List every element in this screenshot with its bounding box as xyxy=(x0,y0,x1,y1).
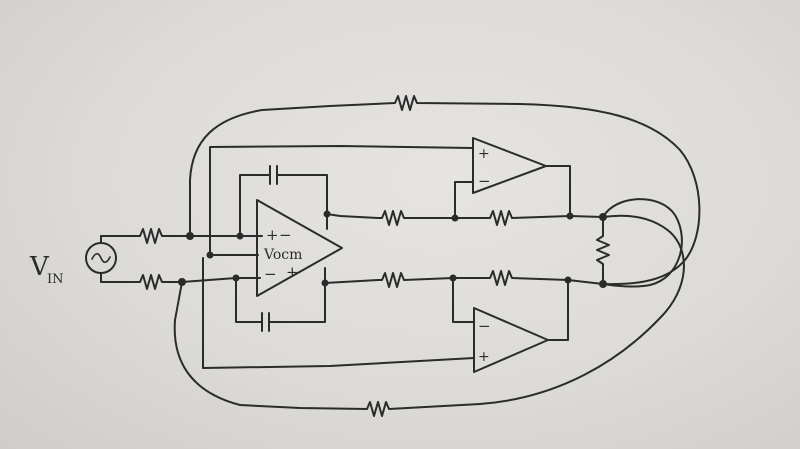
wire-to-fda-minus xyxy=(181,277,261,283)
fda-vocm-label: Vocm xyxy=(263,247,302,263)
opamp-bottom-minus: − xyxy=(478,317,491,335)
series-resistor-bottom-1 xyxy=(324,272,454,288)
series-resistor-top-2 xyxy=(454,210,571,226)
input-resistor-top xyxy=(135,228,191,244)
wire-to-load-bottom xyxy=(567,279,604,285)
fda-pin-plus-bottom: + xyxy=(286,263,299,281)
fda-pin-minus-top: − xyxy=(279,226,292,244)
series-resistor-top-1 xyxy=(326,210,456,226)
ac-voltage-source xyxy=(85,235,137,283)
vin-label-main: V xyxy=(29,252,50,282)
vin-label: V IN xyxy=(29,252,64,287)
opamp-top-minus: − xyxy=(478,172,491,190)
wire-opamp-bottom-out xyxy=(547,279,569,341)
fully-differential-amplifier: + − Vocm − + xyxy=(256,199,343,297)
load-resistor xyxy=(596,213,610,288)
wire-opamp-top-minus xyxy=(454,181,474,219)
fda-pin-minus-bottom: − xyxy=(264,265,277,283)
outer-feedback-resistor-bottom xyxy=(173,214,685,417)
feedback-capacitor-top xyxy=(239,165,328,237)
opamp-top: + − xyxy=(472,137,547,194)
wire-to-load-top xyxy=(569,215,604,218)
input-resistor-bottom xyxy=(135,274,183,290)
opamp-bottom-plus: + xyxy=(478,349,490,365)
wire-opamp-bottom-minus xyxy=(452,277,475,323)
vin-label-sub: IN xyxy=(47,272,64,287)
series-resistor-bottom-2 xyxy=(452,270,569,286)
fda-pin-plus-top: + xyxy=(266,226,279,244)
opamp-top-plus: + xyxy=(478,146,490,162)
wire-opamp-bottom-plus xyxy=(202,257,475,369)
feedback-capacitor-bottom xyxy=(235,277,326,332)
opamp-bottom: − + xyxy=(473,307,549,373)
wire-opamp-top-out xyxy=(545,165,571,217)
wire-opamp-top-plus xyxy=(209,145,474,256)
